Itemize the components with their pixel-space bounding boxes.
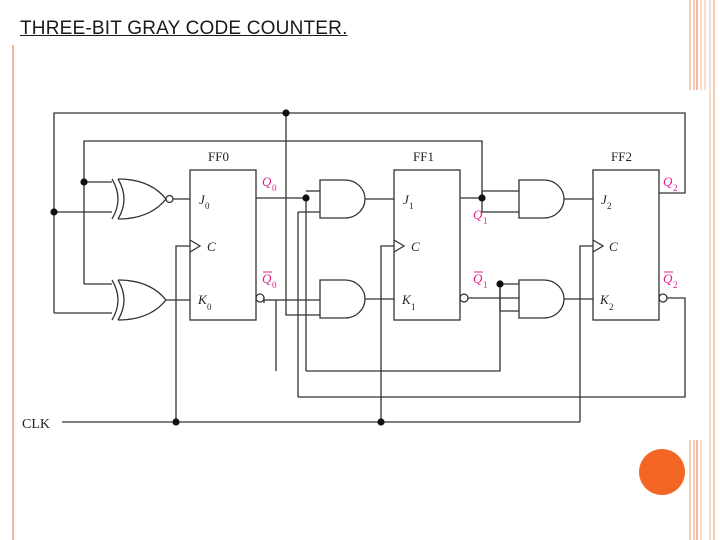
accent-circle bbox=[639, 449, 685, 495]
ff0-k-label: K bbox=[197, 292, 208, 307]
left-frame-line bbox=[12, 45, 14, 540]
ff2-label: FF2 bbox=[611, 149, 632, 164]
ff0-k-sub: 0 bbox=[207, 302, 212, 312]
ff2-k-sub: 2 bbox=[609, 302, 614, 312]
ff2-box bbox=[592, 169, 660, 321]
slide-title: THREE-BIT GRAY CODE COUNTER. bbox=[20, 18, 348, 39]
ff1-box bbox=[393, 169, 461, 321]
ff2-c-label: C bbox=[609, 239, 618, 254]
ff1-q-sub: 1 bbox=[483, 216, 488, 226]
ff2-q-sub: 2 bbox=[673, 183, 678, 193]
and-gate-ff2-j bbox=[518, 179, 565, 219]
ff2-q-label: Q bbox=[663, 174, 673, 189]
ff0-qbar-label: Q bbox=[262, 271, 272, 286]
and-gate-ff2-k bbox=[518, 279, 565, 319]
and-gate-ff1-j bbox=[319, 179, 366, 219]
ff2-j-label: J bbox=[601, 192, 608, 207]
ff1-c-label: C bbox=[411, 239, 420, 254]
ff0-j-label: J bbox=[199, 192, 206, 207]
ff1-q-label: Q bbox=[473, 207, 483, 222]
ff0-j-sub: 0 bbox=[205, 201, 210, 211]
ff1-k-sub: 1 bbox=[411, 302, 416, 312]
ff1-k-label: K bbox=[401, 292, 412, 307]
clk-label: CLK bbox=[22, 417, 50, 432]
ff0-label: FF0 bbox=[208, 149, 229, 164]
ff1-qbar-label: Q bbox=[473, 271, 483, 286]
ff0-box bbox=[189, 169, 257, 321]
ff0-q-label: Q bbox=[262, 174, 272, 189]
ff0-qbar-sub: 0 bbox=[272, 280, 277, 290]
ff0-q-sub: 0 bbox=[272, 183, 277, 193]
ff1-j-sub: 1 bbox=[409, 201, 414, 211]
ff1-qbar-sub: 1 bbox=[483, 280, 488, 290]
ff2-j-sub: 2 bbox=[607, 201, 612, 211]
ff2-qbar-sub: 2 bbox=[673, 280, 678, 290]
ff2-k-label: K bbox=[599, 292, 610, 307]
and-gate-ff1-k bbox=[319, 279, 366, 319]
ff1-label: FF1 bbox=[413, 149, 434, 164]
decorative-frame bbox=[689, 0, 715, 540]
ff1-j-label: J bbox=[403, 192, 410, 207]
ff0-c-label: C bbox=[207, 239, 216, 254]
ff2-qbar-label: Q bbox=[663, 271, 673, 286]
